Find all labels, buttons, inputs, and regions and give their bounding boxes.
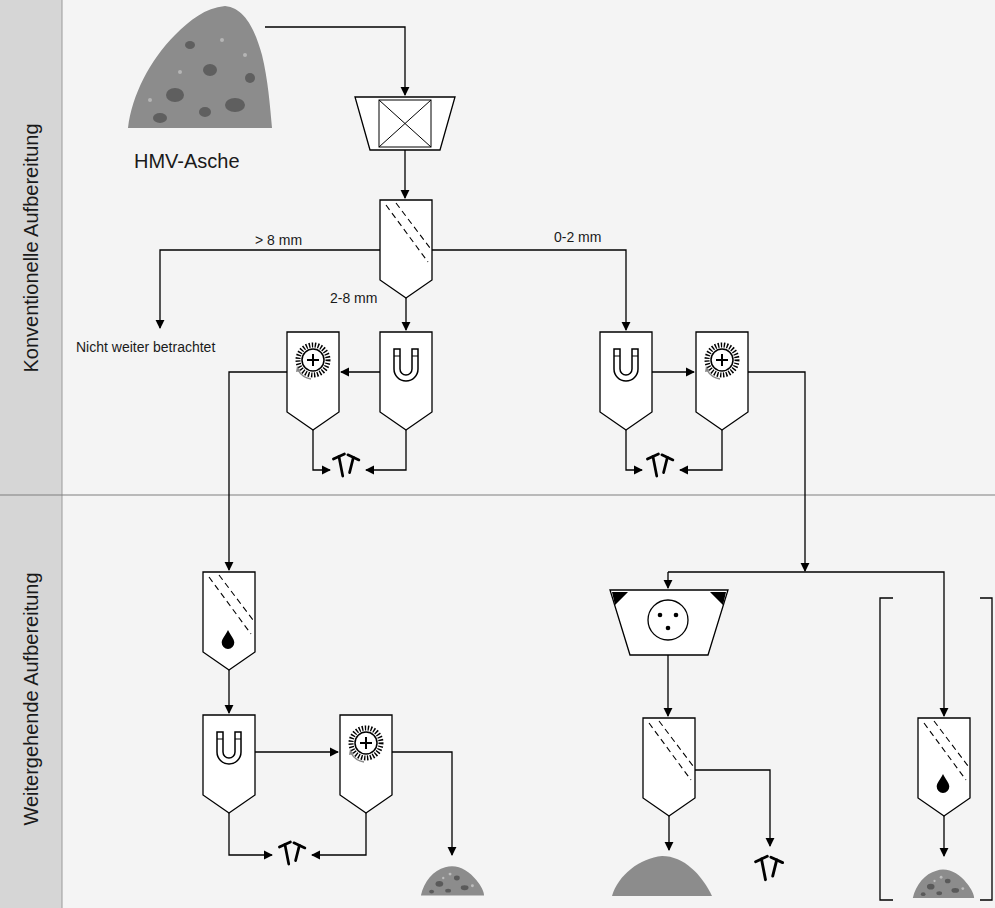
fraction-label: 0-2 mm — [554, 229, 601, 245]
band-title: Konventionelle Aufbereitung — [20, 123, 43, 372]
band-title: Weitergehende Aufbereitung — [20, 572, 43, 825]
note-label: Nicht weiter betrachtet — [76, 339, 215, 355]
fraction-label: > 8 mm — [255, 232, 302, 248]
material-label: HMV-Asche — [134, 150, 240, 173]
process-band: Konventionelle Aufbereitung — [0, 0, 995, 495]
fraction-label: 2-8 mm — [330, 290, 377, 306]
process-band: Weitergehende Aufbereitung — [0, 495, 995, 908]
